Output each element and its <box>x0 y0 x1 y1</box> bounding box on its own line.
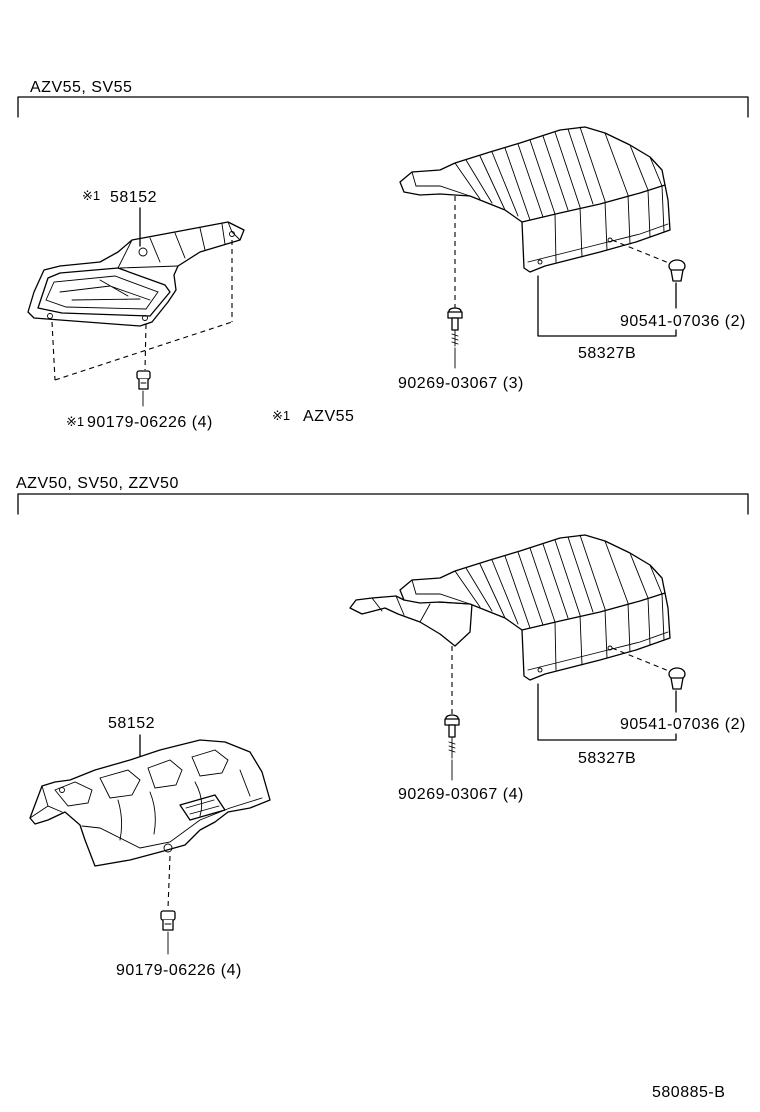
insulator-58152-bottom-label[interactable]: 58152 <box>108 715 155 732</box>
insulator-58152-top-dash-bottom <box>54 321 233 381</box>
clip-90179-bottom-icon[interactable] <box>160 910 176 931</box>
clip-90541-top-dash <box>611 239 670 264</box>
clip-90541-bottom-icon[interactable] <box>668 667 686 690</box>
clip-90541-top-label[interactable]: 90541-07036 (2) <box>620 313 746 330</box>
bottom-group-bracket <box>17 493 749 515</box>
clip-90541-bottom-dash <box>611 647 670 672</box>
top-group-bracket <box>17 96 749 118</box>
clip-90179-bottom-label[interactable]: 90179-06226 (4) <box>116 962 242 979</box>
insulator-58152-top-label[interactable]: 58152 <box>110 189 157 206</box>
bolt-90269-top-label[interactable]: 90269-03067 (3) <box>398 375 524 392</box>
insulator-58152-top-dash-left <box>51 321 56 381</box>
insulator-58152-bottom[interactable] <box>29 739 271 867</box>
clip-90179-top-label[interactable]: 90179-06226 (4) <box>87 414 213 431</box>
footnote-mark: ※1 <box>272 408 290 423</box>
bolt-90269-bottom-icon[interactable] <box>444 714 460 759</box>
bottom-group: AZV50, SV50, ZZV50 90269-0 <box>16 475 749 979</box>
top-group: AZV55, SV55 ※1 58152 ※1 <box>17 79 749 431</box>
clip-90179-top-icon[interactable] <box>136 370 151 390</box>
insulator-58152-top-note-mark: ※1 <box>82 188 100 203</box>
clip-90179-top-dash <box>144 323 147 371</box>
insulator-58327b-bottom-bracket <box>537 683 677 741</box>
insulator-58327b-top-bracket <box>537 275 677 337</box>
top-group-title: AZV55, SV55 <box>30 79 132 96</box>
insulator-58327b-top-label[interactable]: 58327B <box>578 345 636 362</box>
insulator-58327b-top[interactable] <box>399 126 671 273</box>
clip-90179-top-note-mark: ※1 <box>66 414 84 429</box>
insulator-58327b-bottom[interactable] <box>349 534 671 681</box>
diagram-code: 580885-B <box>652 1084 725 1101</box>
bolt-90269-top-icon[interactable] <box>447 307 463 347</box>
insulator-58152-top[interactable] <box>27 221 245 327</box>
clip-90179-bottom-dash <box>167 855 171 909</box>
bottom-group-title: AZV50, SV50, ZZV50 <box>16 475 179 492</box>
footnote-text: AZV55 <box>303 408 354 425</box>
insulator-58327b-bottom-label[interactable]: 58327B <box>578 750 636 767</box>
clip-90541-bottom-label[interactable]: 90541-07036 (2) <box>620 716 746 733</box>
bolt-90269-bottom-label[interactable]: 90269-03067 (4) <box>398 786 524 803</box>
clip-90541-top-icon[interactable] <box>668 259 686 282</box>
